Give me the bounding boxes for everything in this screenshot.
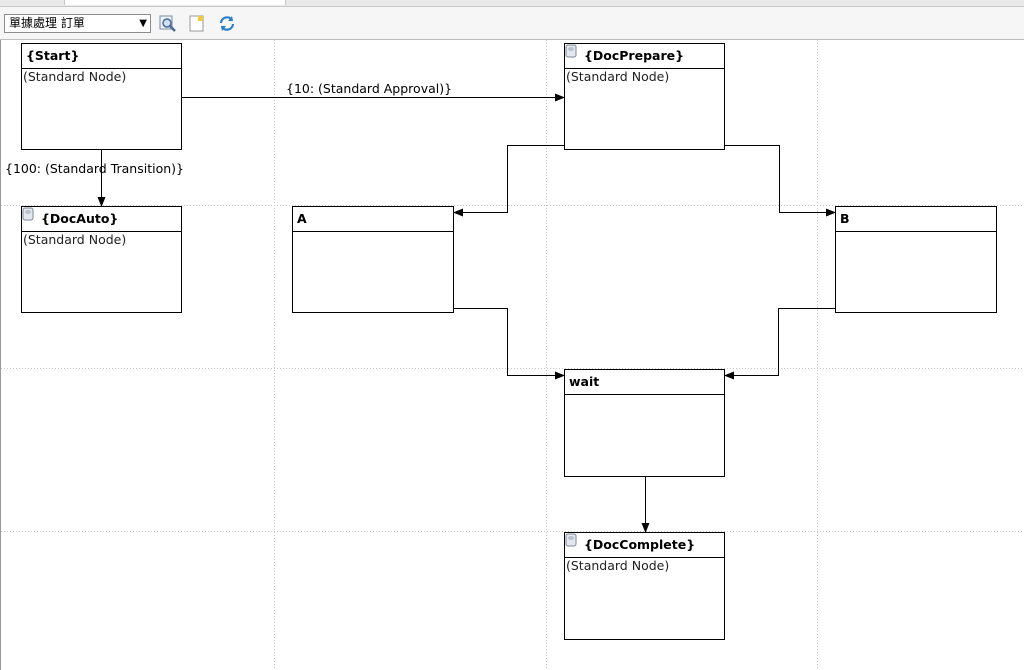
node-doccomplete-header: {DocComplete}	[565, 533, 724, 558]
node-docauto-title: {DocAuto}	[41, 211, 119, 226]
node-doccomplete[interactable]: {DocComplete} (Standard Node)	[564, 532, 725, 640]
node-doccomplete-type: (Standard Node)	[566, 558, 670, 573]
database-icon	[565, 44, 581, 63]
node-b-title: B	[836, 207, 996, 232]
node-wait[interactable]: wait	[564, 369, 725, 477]
active-tab[interactable]	[64, 0, 286, 5]
edge-docprepare-b	[724, 145, 836, 217]
note-icon[interactable]	[187, 14, 207, 33]
node-doccomplete-title: {DocComplete}	[584, 537, 696, 552]
node-docauto[interactable]: {DocAuto} (Standard Node)	[21, 206, 182, 313]
node-docprepare[interactable]: {DocPrepare} (Standard Node)	[564, 43, 725, 150]
node-wait-title: wait	[565, 370, 724, 395]
workflow-canvas[interactable]: {10: (Standard Approval)} {100: (Standar…	[0, 40, 1024, 670]
node-b[interactable]: B	[835, 206, 997, 313]
node-docprepare-header: {DocPrepare}	[565, 44, 724, 69]
refresh-icon[interactable]	[217, 14, 237, 33]
toolbar: 單據處理 訂單 ▼	[0, 7, 1024, 40]
canvas-graphics	[1, 40, 1024, 670]
database-icon	[22, 207, 38, 226]
tab-strip	[0, 0, 1024, 7]
edge-label-standard-approval: {10: (Standard Approval)}	[286, 81, 453, 96]
node-start[interactable]: {Start} (Standard Node)	[21, 43, 182, 150]
node-docauto-header: {DocAuto}	[22, 207, 181, 232]
edge-label-standard-transition: {100: (Standard Transition)}	[5, 161, 184, 176]
node-docauto-type: (Standard Node)	[23, 232, 127, 247]
node-a-title: A	[293, 207, 453, 232]
node-a[interactable]: A	[292, 206, 454, 313]
edge-docprepare-a	[453, 145, 564, 217]
node-start-title: {Start}	[22, 44, 181, 69]
node-docprepare-type: (Standard Node)	[566, 69, 670, 84]
node-start-type: (Standard Node)	[23, 69, 127, 84]
workflow-select-value: 單據處理 訂單	[9, 16, 85, 30]
edge-b-wait	[724, 308, 835, 380]
edge-a-wait	[454, 308, 565, 380]
node-docprepare-title: {DocPrepare}	[584, 48, 684, 63]
zoom-icon[interactable]	[158, 14, 178, 33]
database-icon	[565, 533, 581, 552]
chevron-down-icon: ▼	[139, 18, 147, 29]
workflow-select[interactable]: 單據處理 訂單 ▼	[4, 14, 151, 33]
